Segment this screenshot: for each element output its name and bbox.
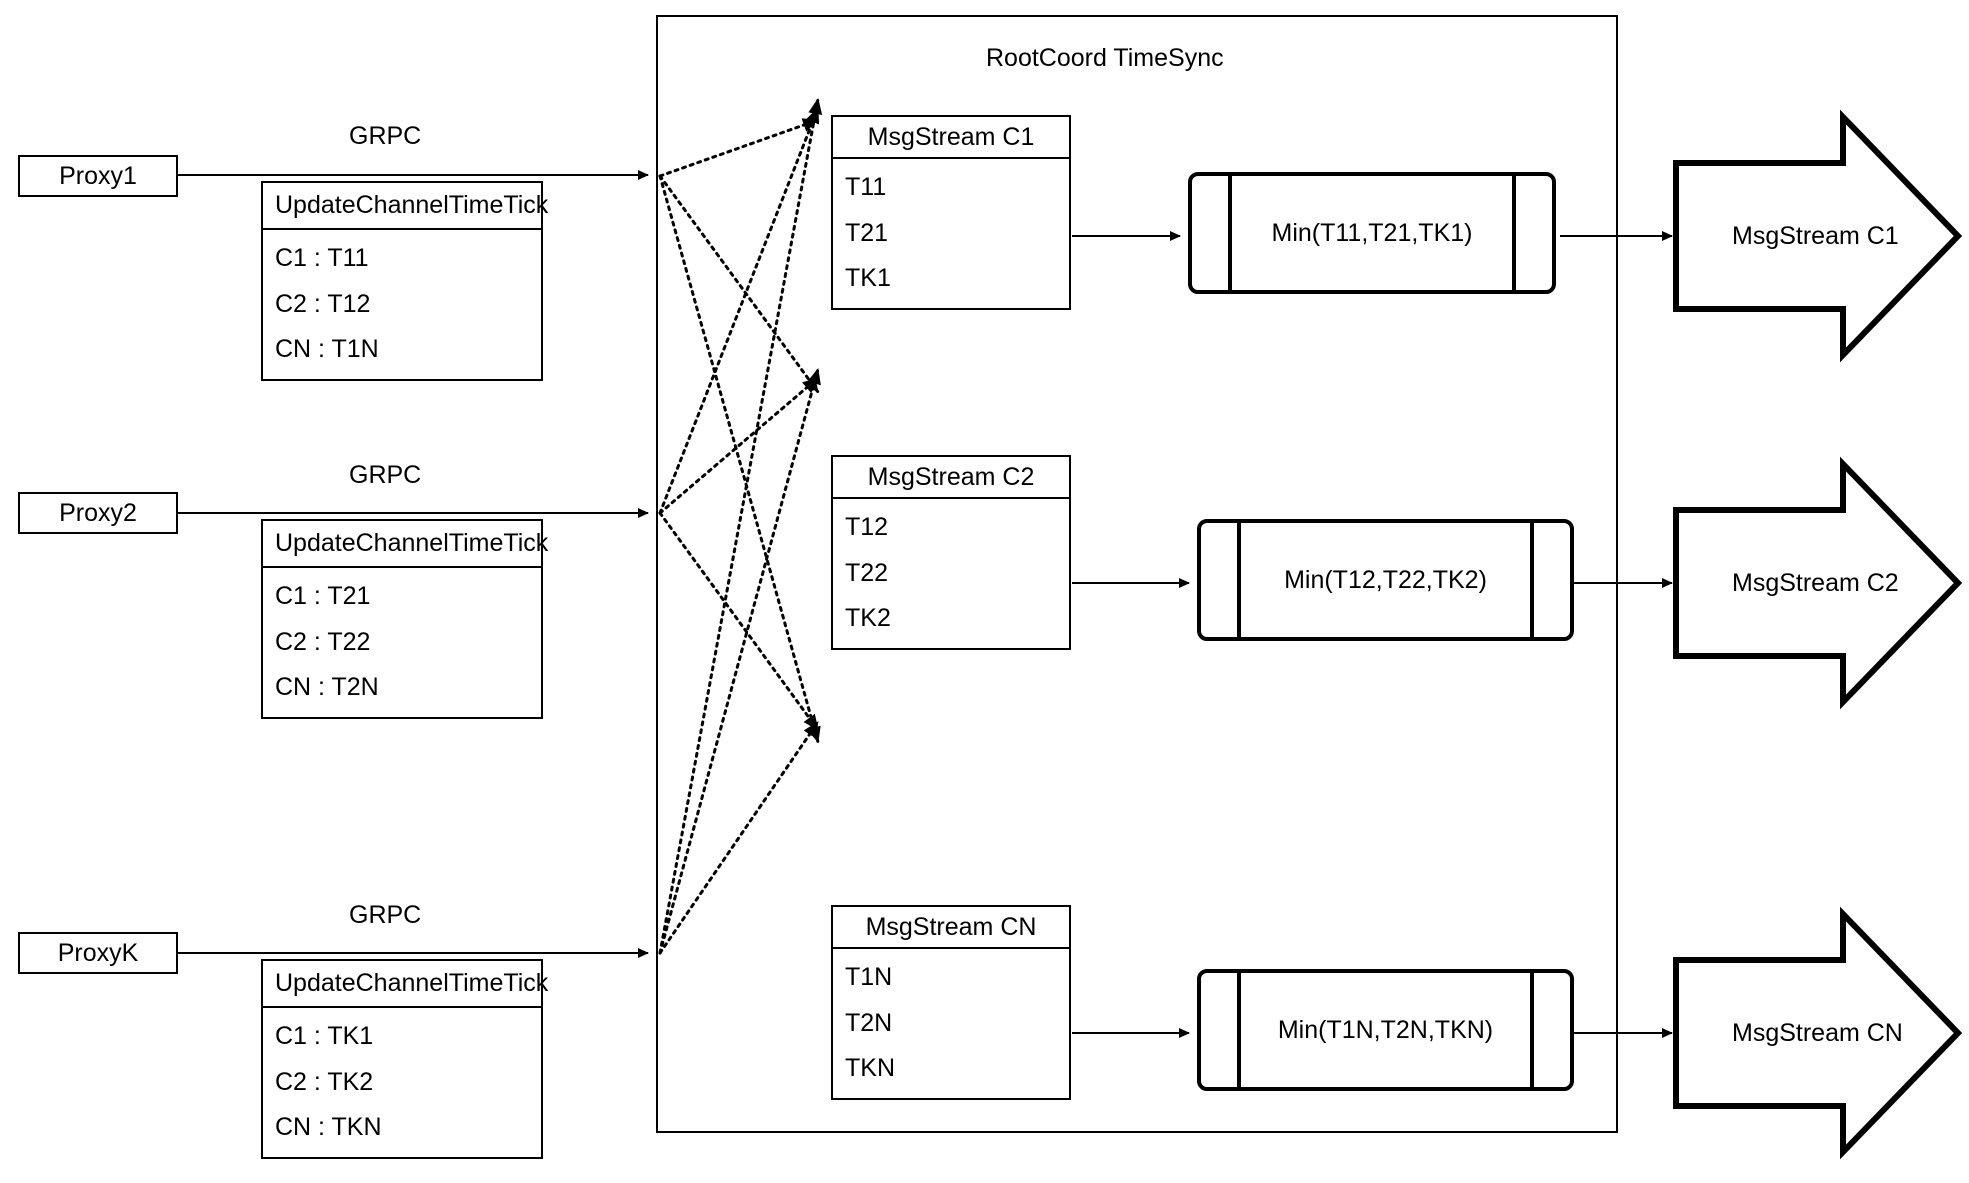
min-process-1: Min(T11,T21,TK1) bbox=[1188, 172, 1556, 294]
msgstream-card-2-rows: T12 T22 TK2 bbox=[833, 499, 1069, 648]
msgstream-row: T12 bbox=[845, 513, 889, 542]
msgstream-card-2-title: MsgStream C2 bbox=[833, 457, 1069, 499]
msgstream-row: T2N bbox=[845, 1008, 893, 1037]
proxy-node-1[interactable]: Proxy1 bbox=[18, 155, 178, 197]
msgstream-row: T22 bbox=[845, 558, 889, 587]
min-process-3: Min(T1N,T2N,TKN) bbox=[1197, 969, 1574, 1091]
process-bar-left bbox=[1237, 521, 1241, 639]
msgstream-card-3-title: MsgStream CN bbox=[833, 907, 1069, 949]
msgstream-row: TK2 bbox=[845, 604, 891, 633]
output-stream-1: MsgStream C1 bbox=[1676, 163, 1906, 309]
proxy-node-3[interactable]: ProxyK bbox=[18, 932, 178, 974]
msgstream-card-1-rows: T11 T21 TK1 bbox=[833, 159, 1069, 308]
timetick-row: CN : T1N bbox=[275, 335, 379, 364]
msgstream-card-3-rows: T1N T2N TKN bbox=[833, 949, 1069, 1098]
update-channel-timetick-title-1: UpdateChannelTimeTick bbox=[263, 183, 548, 230]
update-channel-timetick-card-3: UpdateChannelTimeTick C1 : TK1 C2 : TK2 … bbox=[261, 959, 548, 1159]
msgstream-row: TK1 bbox=[845, 264, 891, 293]
msgstream-card-3: MsgStream CN T1N T2N TKN bbox=[831, 905, 1071, 1100]
min-process-1-label: Min(T11,T21,TK1) bbox=[1271, 218, 1473, 247]
update-channel-timetick-card-2: UpdateChannelTimeTick C1 : T21 C2 : T22 … bbox=[261, 519, 548, 719]
msgstream-row: T11 bbox=[845, 173, 887, 202]
timetick-row: CN : T2N bbox=[275, 673, 379, 702]
process-bar-right bbox=[1530, 521, 1534, 639]
min-process-3-label: Min(T1N,T2N,TKN) bbox=[1277, 1015, 1494, 1044]
process-bar-right bbox=[1530, 971, 1534, 1089]
update-channel-timetick-card-1: UpdateChannelTimeTick C1 : T11 C2 : T12 … bbox=[261, 181, 548, 381]
timetick-row: C2 : T12 bbox=[275, 289, 371, 318]
rootcoord-timesync-title: RootCoord TimeSync bbox=[986, 44, 1224, 72]
update-channel-timetick-title-2: UpdateChannelTimeTick bbox=[263, 521, 548, 568]
output-stream-2: MsgStream C2 bbox=[1676, 510, 1906, 656]
grpc-label-1: GRPC bbox=[349, 122, 422, 150]
update-channel-timetick-title-3: UpdateChannelTimeTick bbox=[263, 961, 548, 1008]
grpc-label-2: GRPC bbox=[349, 461, 422, 489]
grpc-label-3: GRPC bbox=[349, 901, 422, 929]
msgstream-card-2: MsgStream C2 T12 T22 TK2 bbox=[831, 455, 1071, 650]
rootcoord-timesync-container bbox=[656, 15, 1618, 1133]
msgstream-row: TKN bbox=[845, 1054, 895, 1083]
msgstream-card-1: MsgStream C1 T11 T21 TK1 bbox=[831, 115, 1071, 310]
timetick-row: C1 : T11 bbox=[275, 244, 369, 273]
timetick-row: CN : TKN bbox=[275, 1113, 382, 1142]
timetick-row: C1 : T21 bbox=[275, 582, 371, 611]
output-stream-2-label: MsgStream C2 bbox=[1732, 568, 1899, 597]
timetick-row: C2 : TK2 bbox=[275, 1067, 374, 1096]
output-stream-3: MsgStream CN bbox=[1676, 960, 1906, 1106]
timetick-row: C2 : T22 bbox=[275, 627, 371, 656]
process-bar-right bbox=[1512, 174, 1516, 292]
min-process-2-label: Min(T12,T22,TK2) bbox=[1284, 565, 1487, 594]
min-process-2: Min(T12,T22,TK2) bbox=[1197, 519, 1574, 641]
output-stream-3-label: MsgStream CN bbox=[1732, 1018, 1903, 1047]
process-bar-left bbox=[1237, 971, 1241, 1089]
msgstream-row: T21 bbox=[845, 218, 889, 247]
msgstream-card-1-title: MsgStream C1 bbox=[833, 117, 1069, 159]
proxy-node-3-label: ProxyK bbox=[57, 938, 139, 967]
msgstream-row: T1N bbox=[845, 963, 893, 992]
update-channel-timetick-rows-3: C1 : TK1 C2 : TK2 CN : TKN bbox=[263, 1008, 541, 1157]
proxy-node-2[interactable]: Proxy2 bbox=[18, 492, 178, 534]
proxy-node-2-label: Proxy2 bbox=[59, 498, 137, 527]
output-stream-1-label: MsgStream C1 bbox=[1732, 221, 1899, 250]
timetick-row: C1 : TK1 bbox=[275, 1022, 374, 1051]
update-channel-timetick-rows-2: C1 : T21 C2 : T22 CN : T2N bbox=[263, 568, 541, 717]
process-bar-left bbox=[1228, 174, 1232, 292]
proxy-node-1-label: Proxy1 bbox=[59, 161, 137, 190]
update-channel-timetick-rows-1: C1 : T11 C2 : T12 CN : T1N bbox=[263, 230, 541, 379]
